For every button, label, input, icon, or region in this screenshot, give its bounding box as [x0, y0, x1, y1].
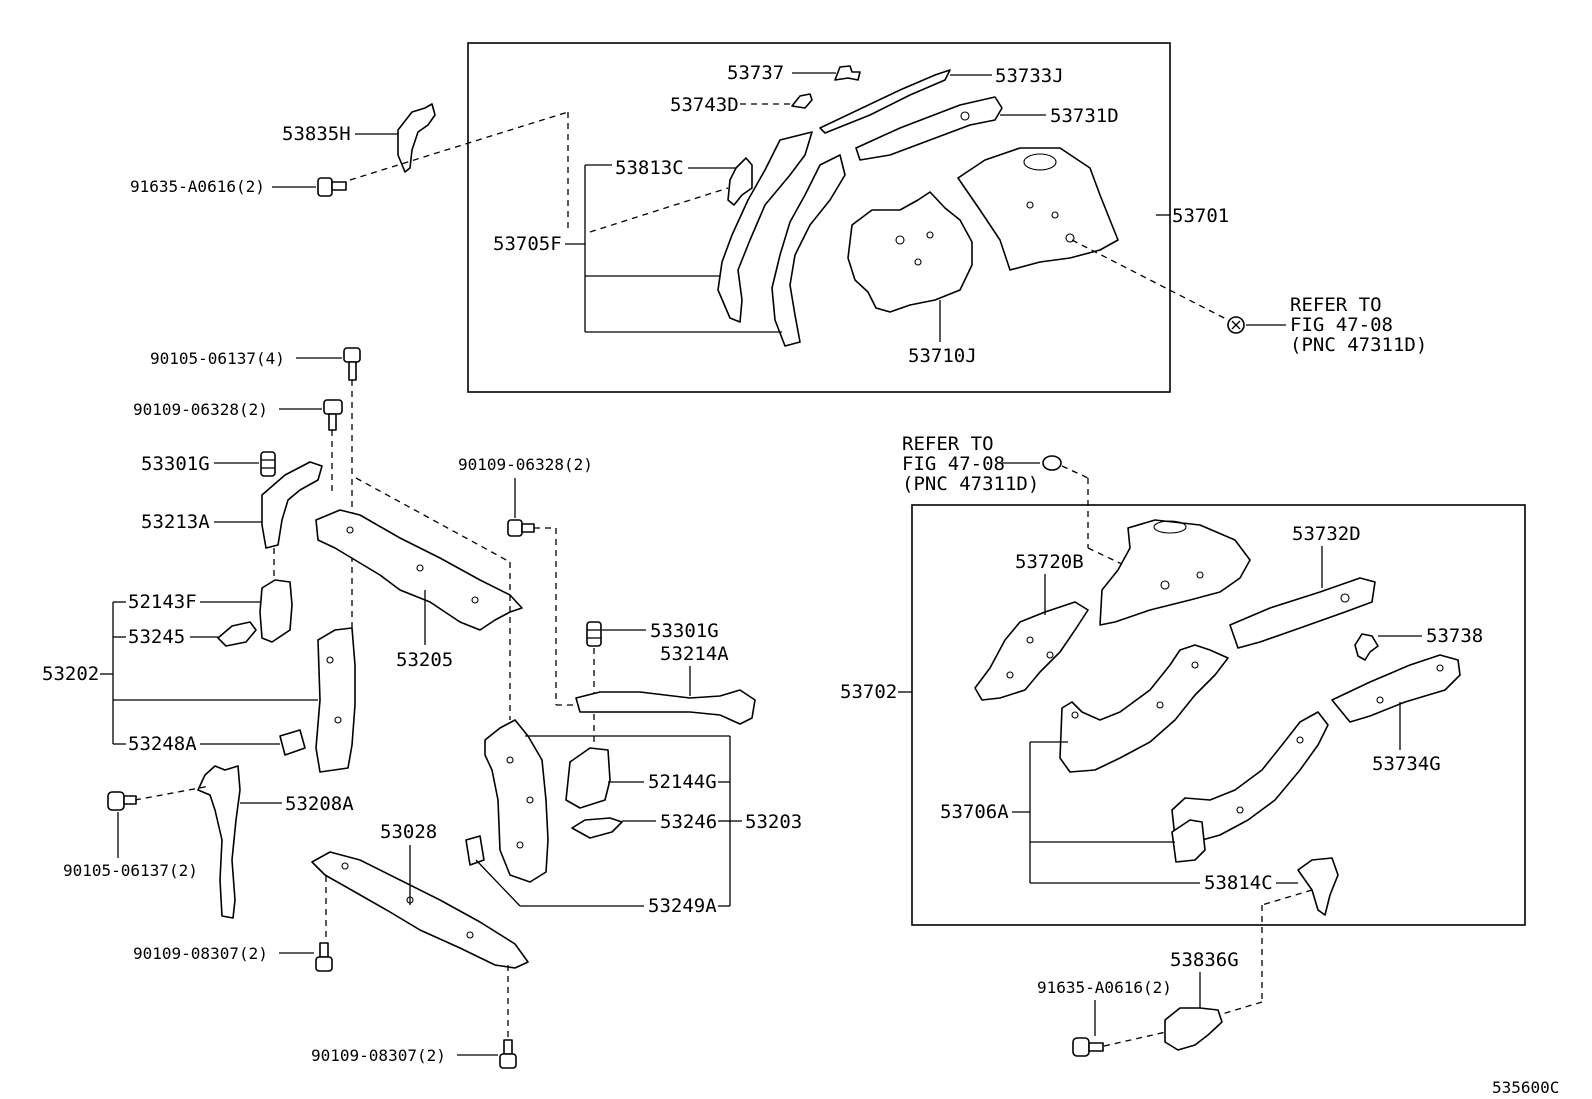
label-53249A: 53249A	[648, 895, 717, 917]
label-53246: 53246	[660, 811, 717, 833]
label-53814C: 53814C	[1204, 872, 1273, 894]
label-53203: 53203	[745, 811, 802, 833]
part-53737-shape[interactable]	[834, 65, 861, 81]
label-53732D: 53732D	[1292, 523, 1361, 545]
part-53733J-shape[interactable]	[819, 69, 951, 134]
label-53301G-right: 53301G	[650, 620, 719, 642]
bolt-91635-left-icon	[317, 177, 347, 197]
bolt-90109-08307-a-icon	[315, 942, 333, 972]
label-53028: 53028	[380, 821, 437, 843]
refer-top-line3: (PNC 47311D)	[1290, 334, 1427, 356]
part-53701-shape[interactable]	[957, 147, 1119, 271]
part-53208A-shape[interactable]	[197, 765, 241, 919]
label-90105-4: 90105-06137(4)	[150, 349, 285, 368]
label-53743D: 53743D	[670, 94, 739, 116]
part-53738-shape[interactable]	[1354, 633, 1379, 661]
label-91635-right: 91635-A0616(2)	[1037, 978, 1172, 997]
label-53248A: 53248A	[128, 733, 197, 755]
part-53705F-upper[interactable]	[717, 131, 813, 323]
label-53733J: 53733J	[995, 65, 1064, 87]
bolt-90105-2-icon	[107, 791, 137, 811]
part-53301G-left-shape[interactable]	[260, 451, 276, 477]
label-53720B: 53720B	[1015, 551, 1084, 573]
label-53213A: 53213A	[141, 511, 210, 533]
part-53213A-shape[interactable]	[261, 461, 323, 549]
label-52143F: 52143F	[128, 591, 197, 613]
part-53205-shape[interactable]	[315, 509, 523, 631]
label-91635-left: 91635-A0616(2)	[130, 177, 265, 196]
label-53702: 53702	[840, 681, 897, 703]
part-53202-shape[interactable]	[315, 627, 356, 773]
refer-grommet-icon	[1042, 455, 1062, 471]
part-53732D-shape[interactable]	[1229, 577, 1376, 649]
label-53734G: 53734G	[1372, 753, 1441, 775]
label-53835H: 53835H	[282, 123, 351, 145]
part-53214A-shape[interactable]	[575, 689, 756, 725]
label-53836G: 53836G	[1170, 949, 1239, 971]
label-90109-08307-b: 90109-08307(2)	[311, 1046, 446, 1065]
top-group-frame	[467, 42, 1171, 393]
part-52143F-shape[interactable]	[259, 579, 293, 643]
part-53710J-shape[interactable]	[847, 191, 973, 313]
refer-top-line1: REFER TO	[1290, 294, 1382, 316]
bolt-91635-right-icon	[1072, 1037, 1104, 1057]
refer-right-line3: (PNC 47311D)	[902, 473, 1039, 495]
part-right-apron-shape[interactable]	[1099, 519, 1251, 626]
label-53706A: 53706A	[940, 801, 1009, 823]
label-53813C: 53813C	[615, 157, 684, 179]
label-53301G-left: 53301G	[141, 453, 210, 475]
refer-top-line2: FIG 47-08	[1290, 314, 1393, 336]
part-53814C-shape[interactable]	[1297, 857, 1339, 916]
drawing-id: 535600C	[1492, 1078, 1559, 1097]
part-53706A-lower[interactable]	[1171, 711, 1329, 843]
part-53245-shape[interactable]	[217, 621, 257, 647]
part-53720B-shape[interactable]	[974, 601, 1089, 701]
label-53737: 53737	[727, 62, 784, 84]
label-53701: 53701	[1172, 205, 1229, 227]
label-53710J: 53710J	[908, 345, 977, 367]
bolt-90109-top-icon	[323, 399, 343, 431]
label-53705F: 53705F	[493, 233, 562, 255]
label-53731D: 53731D	[1050, 105, 1119, 127]
bolt-90105-4-icon	[343, 347, 361, 381]
label-53214A: 53214A	[660, 643, 729, 665]
part-53813C-shape[interactable]	[727, 157, 753, 206]
part-53743D-shape[interactable]	[791, 93, 813, 109]
bolt-90109-08307-b-icon	[499, 1039, 517, 1069]
part-53706A-bracket[interactable]	[1171, 819, 1206, 863]
label-52144G: 52144G	[648, 771, 717, 793]
label-90109-top: 90109-06328(2)	[133, 400, 268, 419]
refer-right-line1: REFER TO	[902, 433, 994, 455]
bolt-90109-mid-icon	[507, 519, 535, 537]
label-53208A: 53208A	[285, 793, 354, 815]
part-53734G-shape[interactable]	[1331, 654, 1461, 723]
refer-right-line2: FIG 47-08	[902, 453, 1005, 475]
part-53705F-lower[interactable]	[771, 154, 846, 347]
part-53028-shape[interactable]	[311, 851, 529, 969]
label-90109-mid: 90109-06328(2)	[458, 455, 593, 474]
label-90105-2: 90105-06137(2)	[63, 861, 198, 880]
part-53246-shape[interactable]	[571, 817, 623, 839]
label-53205: 53205	[396, 649, 453, 671]
part-52144G-shape[interactable]	[565, 747, 611, 809]
part-53248A-shape[interactable]	[279, 729, 306, 756]
part-53706A-upper[interactable]	[1059, 644, 1229, 773]
right-group-frame	[911, 504, 1526, 926]
part-53249A-shape[interactable]	[465, 835, 485, 866]
part-53731D-shape[interactable]	[855, 96, 1003, 161]
label-53245: 53245	[128, 626, 185, 648]
label-53738: 53738	[1426, 625, 1483, 647]
part-53203-shape[interactable]	[484, 719, 549, 883]
label-90109-08307-a: 90109-08307(2)	[133, 944, 268, 963]
part-53835H-shape[interactable]	[397, 103, 436, 173]
part-53836G-shape[interactable]	[1164, 1007, 1223, 1051]
part-53301G-right-shape[interactable]	[586, 621, 602, 647]
label-53202: 53202	[42, 663, 99, 685]
